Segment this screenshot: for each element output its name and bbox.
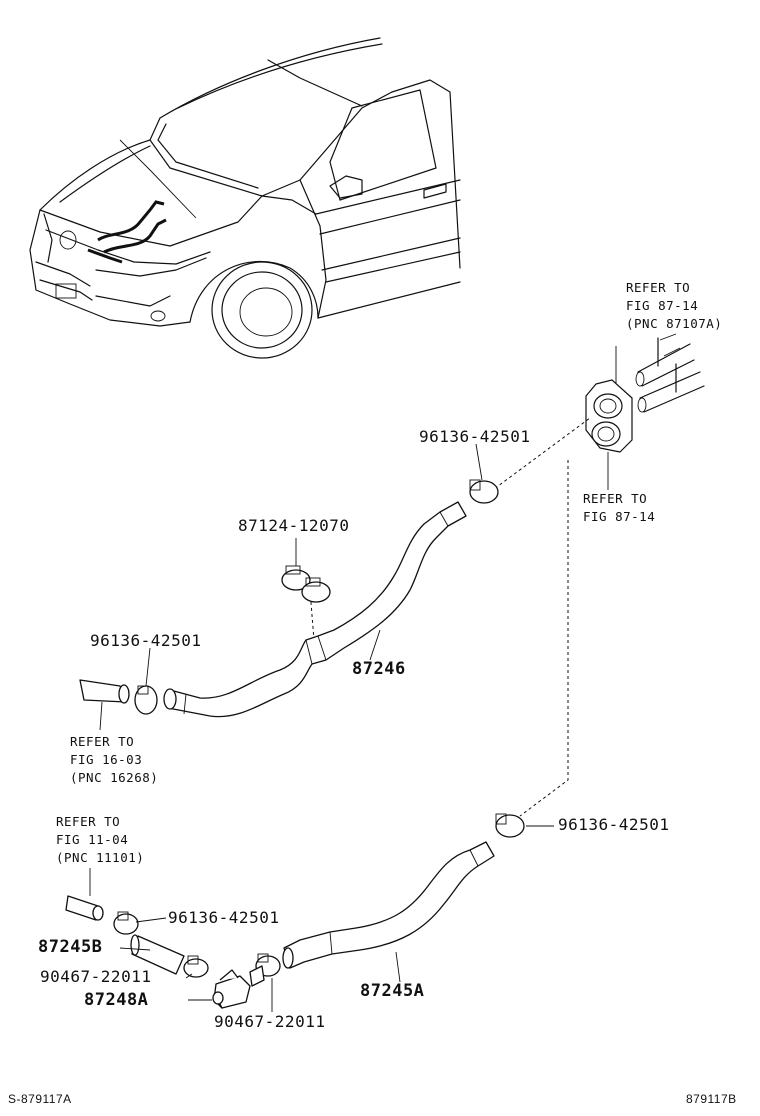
grommet-assembly — [585, 333, 705, 453]
refer-line: REFER TO — [70, 734, 135, 749]
part-number-96136-right: 96136-42501 — [558, 815, 670, 834]
lower-left-assembly — [65, 895, 281, 1009]
refer-pnc: (PNC 11101) — [56, 850, 145, 865]
part-number-96136-top: 96136-42501 — [419, 427, 531, 446]
refer-label-fig-87-14-top: REFER TO FIG 87-14 (PNC 87107A) — [626, 279, 722, 333]
leader-line — [369, 629, 381, 661]
part-number-90467-b: 90467-22011 — [214, 1012, 326, 1031]
part-number-87245A: 87245A — [360, 981, 425, 1001]
clamp-87124 — [281, 565, 331, 603]
dashed-guide — [519, 460, 569, 817]
leader-line — [395, 951, 401, 983]
refer-pnc: (PNC 16268) — [70, 770, 159, 785]
leader-line — [185, 973, 193, 979]
clamp-96136-right — [495, 813, 525, 838]
part-number-87248A: 87248A — [84, 990, 149, 1010]
refer-line: REFER TO — [56, 814, 121, 829]
part-number-87246: 87246 — [352, 659, 406, 679]
leader-line — [145, 647, 151, 687]
refer-line: REFER TO — [626, 280, 691, 295]
refer-fig: FIG 87-14 — [583, 509, 656, 524]
clamp-96136-top — [469, 479, 499, 504]
footer-code-left: S-879117A — [8, 1092, 72, 1106]
vehicle-illustration — [29, 37, 461, 359]
dashed-guide — [489, 417, 591, 493]
hose-87246 — [163, 501, 467, 718]
part-number-96136-left: 96136-42501 — [90, 631, 202, 650]
refer-label-fig-16-03: REFER TO FIG 16-03 (PNC 16268) — [70, 733, 158, 787]
leader-line — [475, 443, 483, 481]
part-number-87124: 87124-12070 — [238, 516, 350, 535]
refer-line: REFER TO — [583, 491, 648, 506]
part-number-96136-lower: 96136-42501 — [168, 908, 280, 927]
hose-87245A — [282, 841, 495, 969]
leader-line — [99, 701, 103, 731]
refer-fig: FIG 11-04 — [56, 832, 129, 847]
footer-code-right: 879117B — [686, 1092, 737, 1106]
refer-fig: FIG 87-14 — [626, 298, 699, 313]
refer-label-fig-87-14-mid: REFER TO FIG 87-14 — [583, 490, 655, 526]
refer-fig: FIG 16-03 — [70, 752, 143, 767]
part-number-87245B: 87245B — [38, 937, 103, 957]
leader-line — [135, 917, 167, 923]
refer-label-fig-11-04: REFER TO FIG 11-04 (PNC 11101) — [56, 813, 144, 867]
leader-line — [119, 947, 151, 951]
clamp-96136-left — [79, 679, 158, 715]
part-number-90467-a: 90467-22011 — [40, 967, 152, 986]
refer-pnc: (PNC 87107A) — [626, 316, 723, 331]
